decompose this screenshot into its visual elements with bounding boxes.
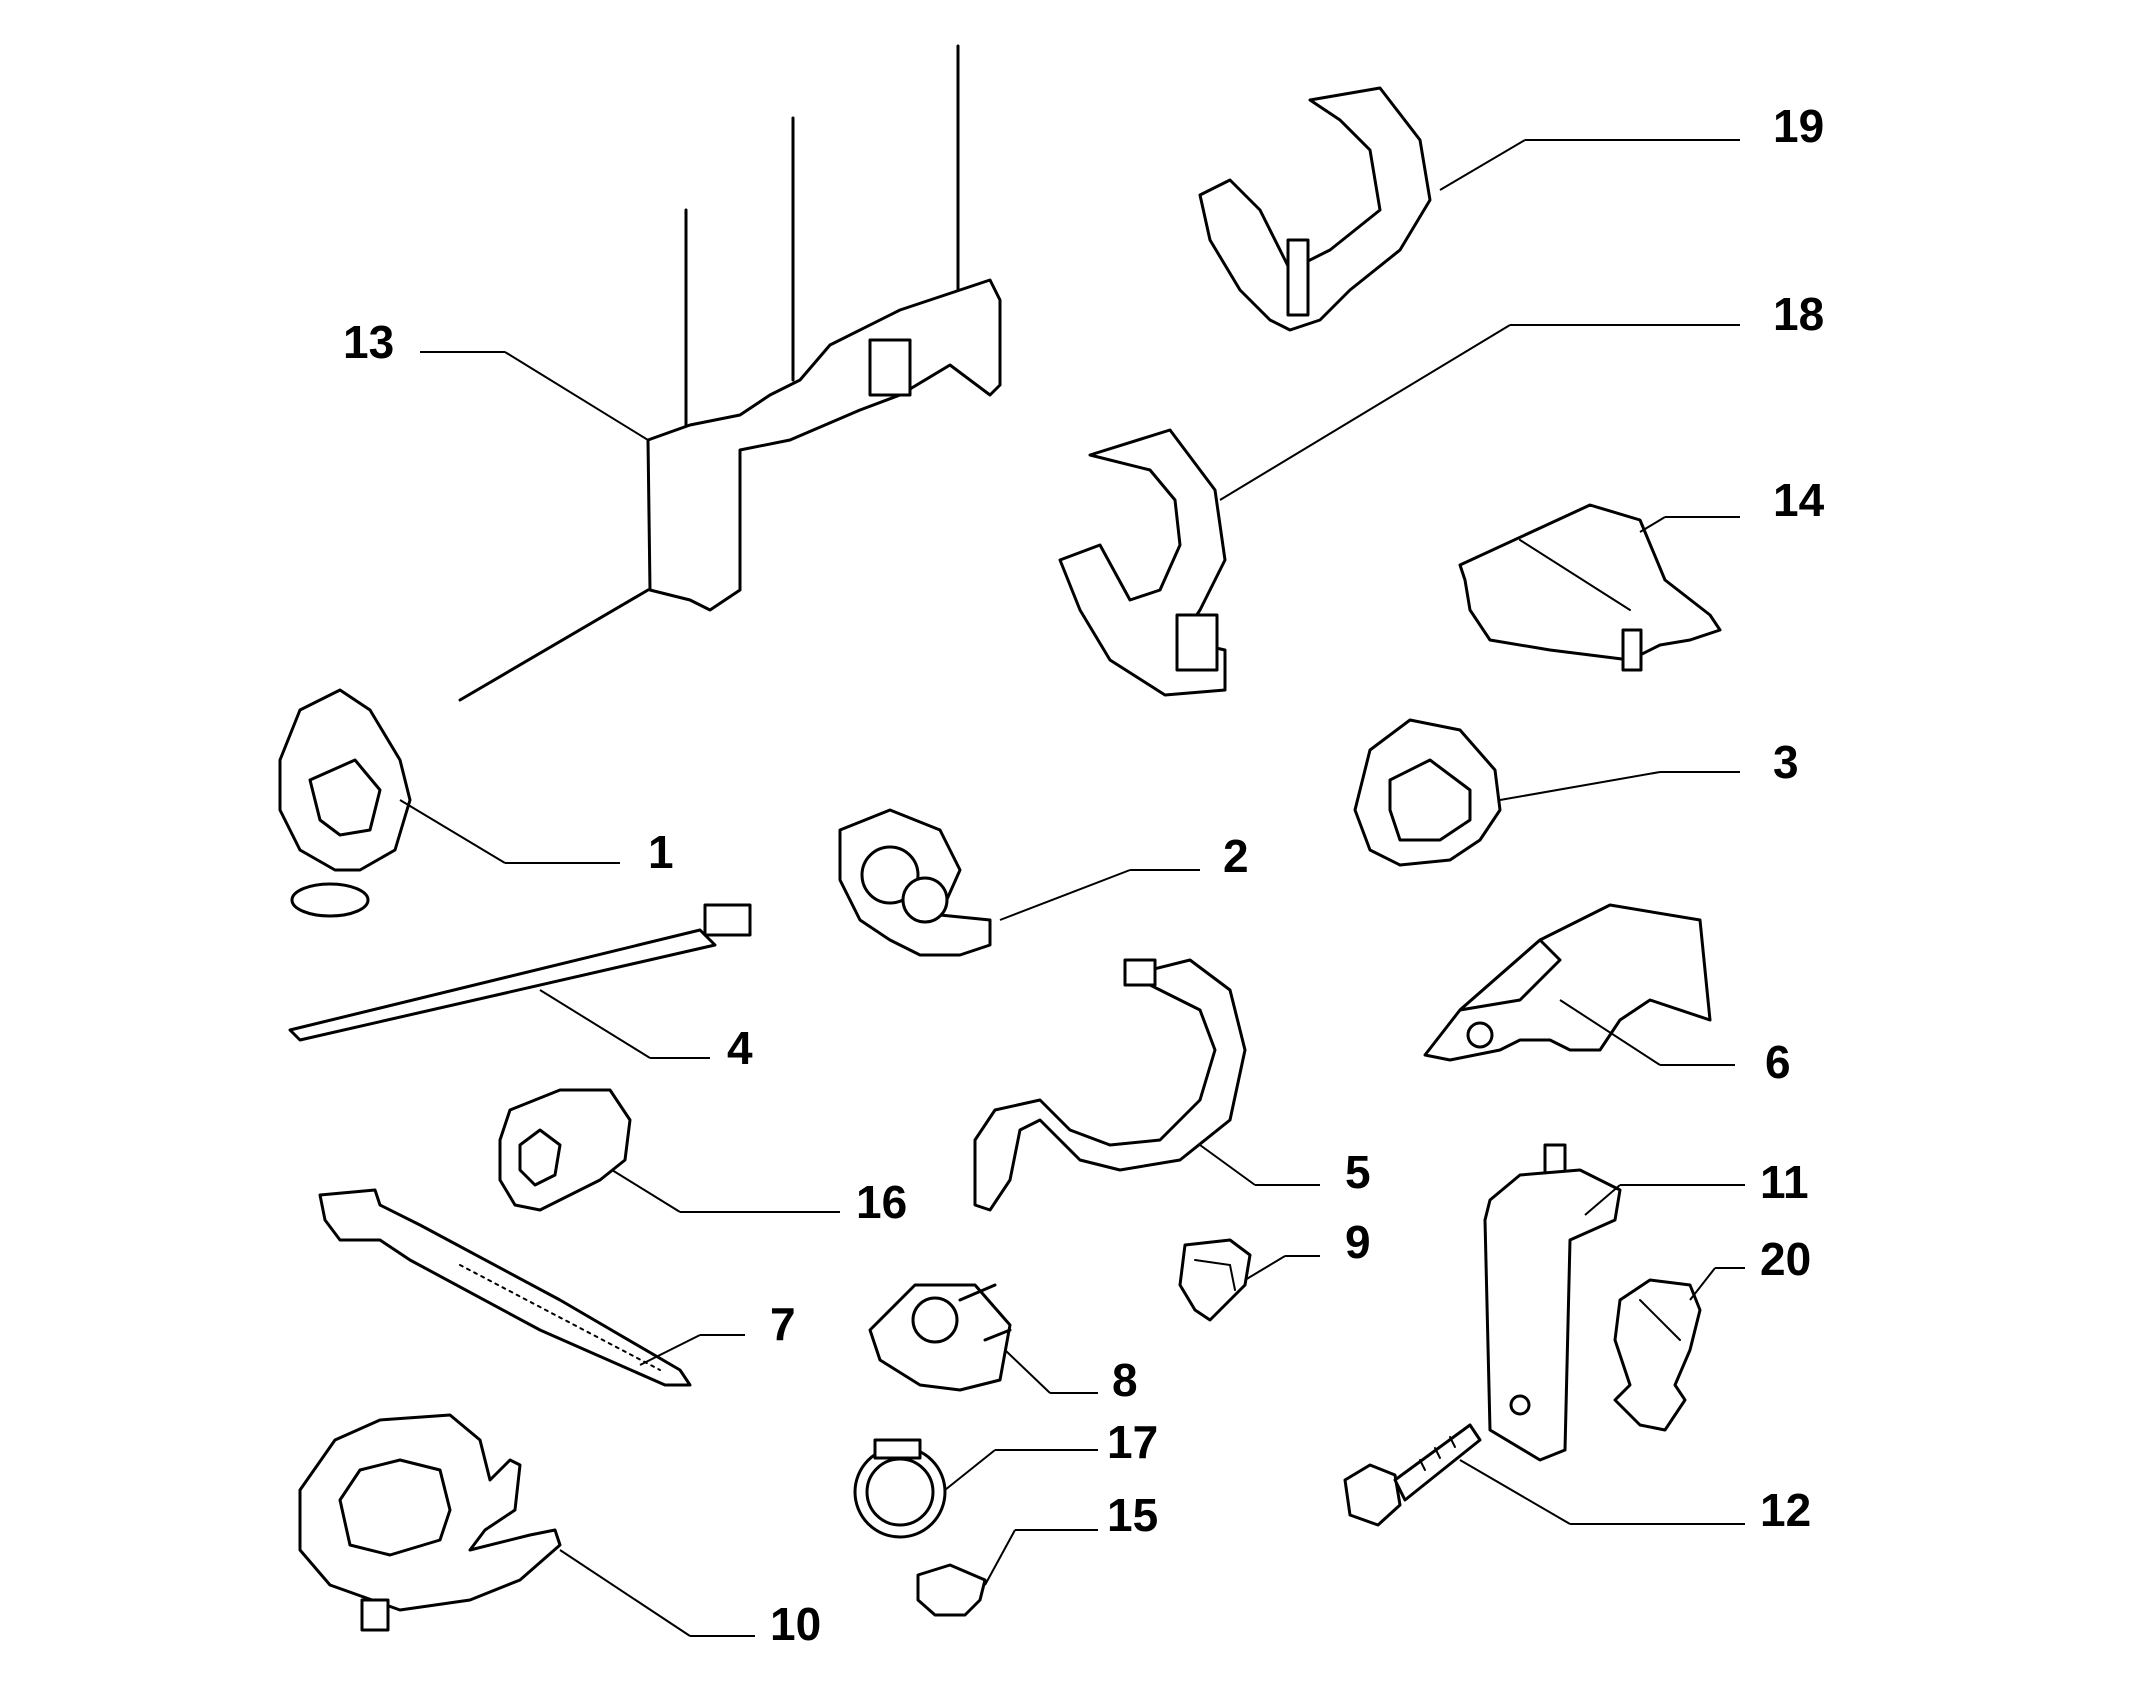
part-14-holder[interactable] — [1458, 503, 1722, 672]
part-19-pipe-clip[interactable] — [1198, 86, 1432, 332]
part-6-bracket-clip[interactable] — [1423, 903, 1712, 1062]
callout-15: 15 — [1107, 1489, 1158, 1541]
callout-11: 11 — [1760, 1156, 1809, 1208]
callout-17: 17 — [1107, 1416, 1158, 1468]
part-9-push-clip[interactable] — [1178, 1238, 1252, 1322]
part-18-pipe-clip-large[interactable] — [1058, 428, 1227, 697]
part-7-strap-tie[interactable] — [318, 1188, 692, 1387]
part-13-harness-support[interactable] — [458, 44, 1002, 702]
part-15-push-pin[interactable] — [916, 1563, 987, 1617]
callout-2: 2 — [1223, 830, 1249, 882]
callout-19: 19 — [1773, 100, 1824, 152]
callout-8: 8 — [1112, 1354, 1138, 1406]
callout-20: 20 — [1760, 1233, 1811, 1285]
part-11-bracket[interactable] — [1483, 1143, 1622, 1462]
callout-12: 12 — [1760, 1484, 1811, 1536]
callout-13: 13 — [343, 316, 394, 368]
part-16-edge-protector[interactable] — [498, 1088, 632, 1212]
part-4-cable-tie[interactable] — [288, 903, 752, 1042]
callout-1: 1 — [648, 826, 674, 878]
part-1-clip[interactable] — [278, 688, 412, 918]
part-20-clip-fastener[interactable] — [1613, 1278, 1702, 1432]
callout-4: 4 — [727, 1022, 753, 1074]
callout-18: 18 — [1773, 288, 1824, 340]
part-10-wire-guide[interactable] — [298, 1413, 562, 1632]
part-5-strap[interactable] — [973, 958, 1247, 1212]
callout-7: 7 — [770, 1298, 796, 1350]
callout-5: 5 — [1345, 1146, 1371, 1198]
part-8-double-clip-small[interactable] — [868, 1283, 1012, 1392]
part-2-double-clip[interactable] — [838, 808, 992, 957]
callout-3: 3 — [1773, 736, 1799, 788]
callout-10: 10 — [770, 1598, 821, 1650]
part-12-bolt[interactable] — [1343, 1423, 1482, 1527]
callout-16: 16 — [856, 1176, 907, 1228]
part-17-hose-clamp[interactable] — [853, 1438, 947, 1539]
callout-6: 6 — [1765, 1036, 1791, 1088]
callout-14: 14 — [1773, 474, 1825, 526]
callout-9: 9 — [1345, 1216, 1371, 1268]
part-3-grommet[interactable] — [1353, 718, 1502, 867]
